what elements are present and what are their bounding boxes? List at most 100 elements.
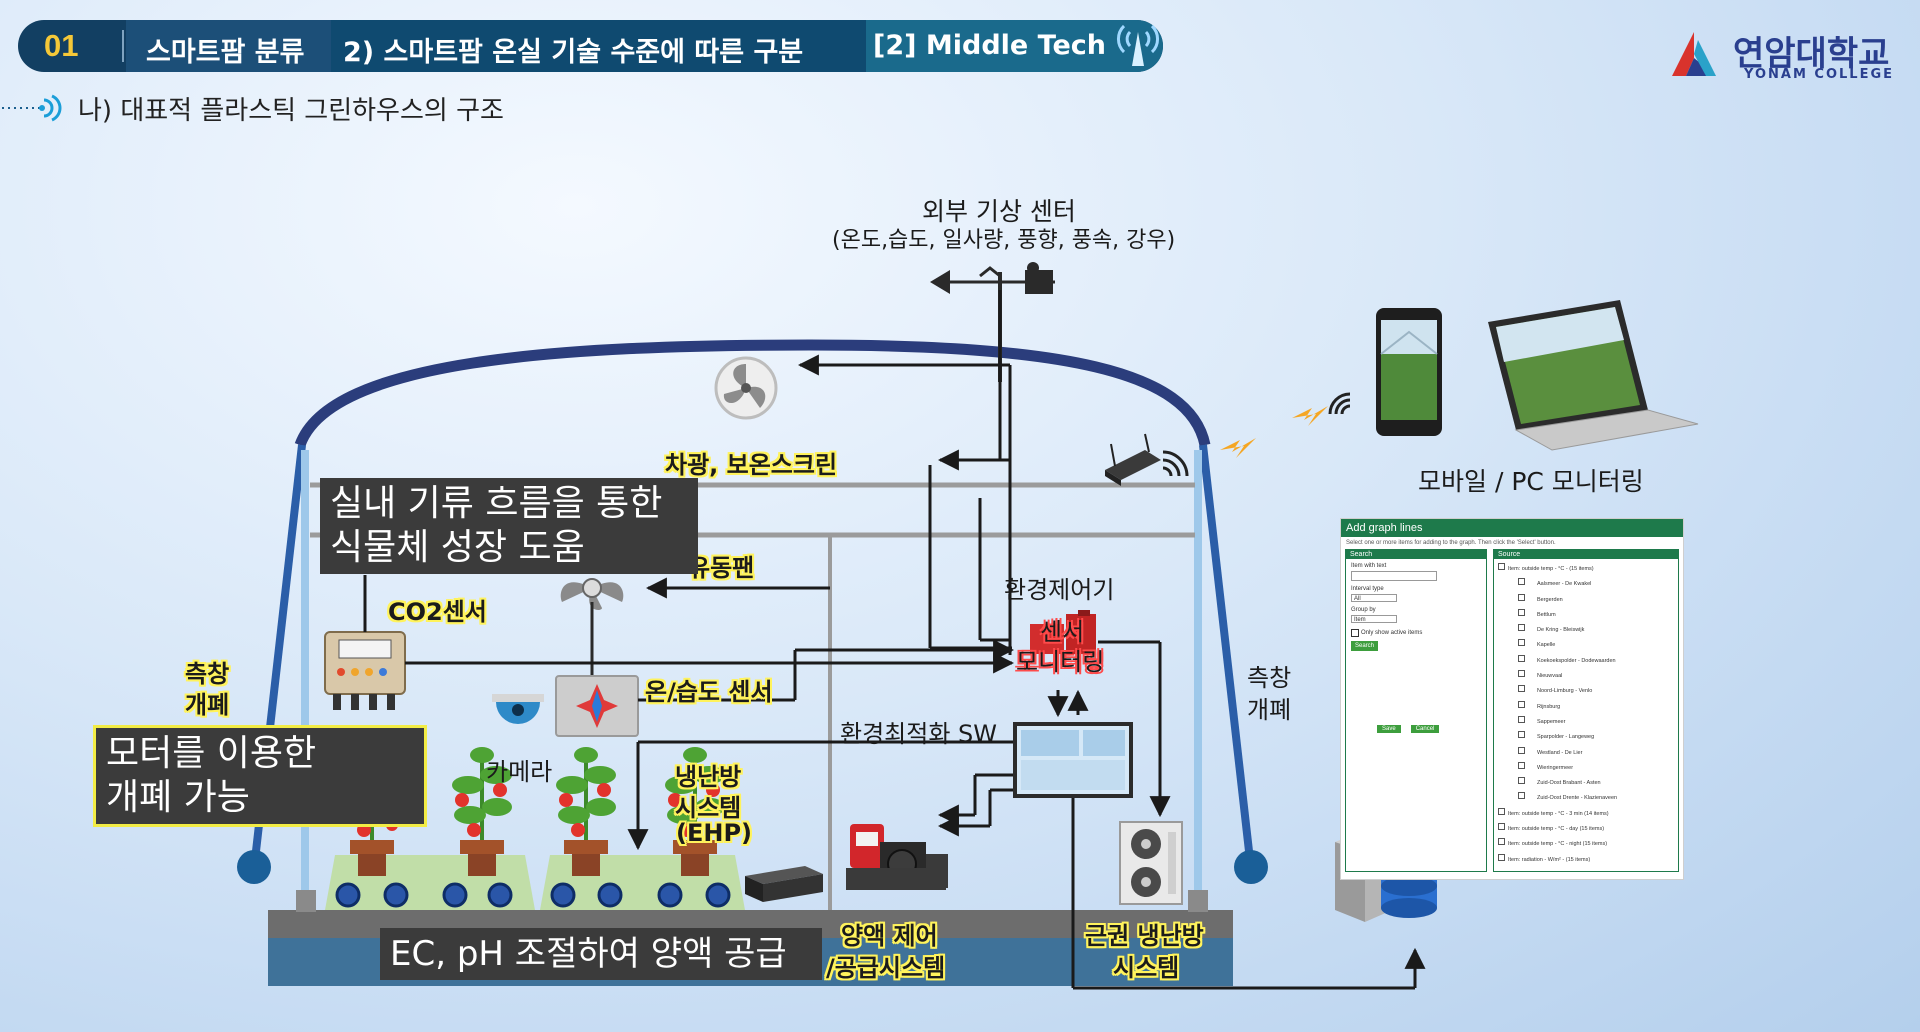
subtitle-wave-icon [2, 94, 62, 122]
checkbox-icon[interactable] [1518, 578, 1525, 586]
checkbox-icon[interactable] [1518, 792, 1525, 800]
header-number: 01 [44, 28, 79, 63]
logo-name-en: YONAM COLLEGE [1744, 67, 1894, 82]
panel-search-button[interactable]: Search [1351, 641, 1379, 651]
header-tag-bg [866, 20, 1163, 72]
panel-source-item[interactable]: Sappemeer [1498, 715, 1674, 730]
mobile-phone-icon [1376, 308, 1442, 436]
panel-source-item[interactable]: Koekoekspolder - Dodewaarden [1498, 654, 1674, 669]
label-sensor-monitoring-2: 모니터링 [1016, 648, 1105, 676]
panel-source-item[interactable]: Item: outside temp - °C - 3 min (14 item… [1498, 807, 1674, 822]
panel-source-item-label: Item: outside temp - °C - 3 min (14 item… [1508, 810, 1609, 817]
checkbox-icon[interactable] [1518, 715, 1525, 723]
header-separator [122, 30, 124, 62]
checkbox-icon[interactable] [1518, 685, 1525, 693]
label-side-window-right-2: 개폐 [1247, 696, 1292, 724]
expand-icon[interactable] [1498, 838, 1505, 846]
label-side-window-left-1: 측창 [185, 660, 230, 688]
panel-source-item[interactable]: Item: outside temp - °C - (15 items) [1498, 562, 1674, 577]
label-temp-humidity-sensor: 온/습도 센서 [645, 678, 773, 706]
panel-active-label: Only show active items [1361, 630, 1423, 636]
panel-source-list: Item: outside temp - °C - (15 items) Aals… [1494, 559, 1678, 871]
callout-airflow-line2: 식물체 성장 도움 [330, 527, 585, 568]
checkbox-icon[interactable] [1518, 654, 1525, 662]
panel-cancel-button[interactable]: Cancel [1410, 725, 1440, 733]
panel-active-checkbox[interactable] [1351, 629, 1359, 637]
panel-source-item-label: Item: outside temp - °C - night (15 item… [1508, 841, 1608, 848]
panel-source-item-label: Zuid-Oost Drente - Klazienaveen [1537, 795, 1618, 802]
panel-source-item[interactable]: Westland - De Lier [1498, 746, 1674, 761]
header-section: 스마트팜 분류 [146, 37, 305, 68]
panel-source-item[interactable]: Rijnsburg [1498, 700, 1674, 715]
header-tag: [2] Middle Tech [873, 30, 1106, 61]
panel-field-interval: Interval type [1351, 586, 1384, 592]
header-title-bg [331, 20, 866, 72]
weather-center-title: 외부 기상 센터 [922, 197, 1076, 226]
panel-source-item-label: Aalsmeer - De Kwakel [1537, 581, 1592, 588]
panel-source-item-label: Item: outside temp - °C - (15 items) [1508, 566, 1594, 572]
label-co2-sensor: CO2센서 [388, 598, 487, 626]
panel-source-item[interactable]: Aalsmeer - De Kwakel [1498, 577, 1674, 592]
panel-source-item-label: Westland - De Lier [1537, 749, 1583, 756]
panel-source-item-label: Item: outside temp - °C - day (15 items) [1508, 826, 1605, 833]
panel-source-item[interactable]: Nieuwvaal [1498, 669, 1674, 684]
expand-icon[interactable] [1498, 563, 1505, 570]
header-section-bg [126, 20, 331, 72]
expand-icon[interactable] [1498, 807, 1505, 815]
callout-motor: 모터를 이용한 개폐 가능 [93, 725, 427, 827]
checkbox-icon[interactable] [1518, 670, 1525, 678]
checkbox-icon[interactable] [1518, 731, 1525, 739]
label-root-hvac-2: 시스템 [1113, 954, 1180, 982]
panel-source-item[interactable]: Kapelle [1498, 638, 1674, 653]
panel-source-item[interactable]: Bergerden [1498, 593, 1674, 608]
checkbox-icon[interactable] [1518, 608, 1525, 616]
subtitle: 나) 대표적 플라스틱 그린하우스의 구조 [78, 96, 504, 126]
expand-icon[interactable] [1498, 823, 1505, 831]
panel-source-item[interactable]: Noord-Limburg - Venlo [1498, 684, 1674, 699]
panel-source-section: Source Item: outside temp - °C - (15 ite… [1493, 549, 1679, 872]
wifi-router-icon [1105, 433, 1189, 486]
panel-source-item[interactable]: Wieringermeer [1498, 761, 1674, 776]
expand-icon[interactable] [1498, 853, 1505, 861]
temp-humidity-sensor-device [555, 675, 639, 737]
panel-source-item-label: Koekoekspolder - Dodewaarden [1537, 657, 1616, 664]
callout-airflow-line1: 실내 기류 흐름을 통한 [330, 483, 663, 524]
panel-source-item[interactable]: Sparpolder - Langeweg [1498, 730, 1674, 745]
ceiling-fan-icon [714, 356, 778, 420]
connection-lines [363, 290, 1426, 990]
root-sensor-box [745, 866, 823, 902]
label-hvac-3: (EHP) [676, 819, 753, 847]
panel-source-item[interactable]: Zuid-Oost Brabant - Asten [1498, 776, 1674, 791]
label-sensor-monitoring-1: 센서 [1040, 618, 1085, 646]
laptop-icon [1488, 300, 1699, 451]
panel-source-item-label: Nieuwvaal [1537, 673, 1563, 680]
callout-ec-ph: EC, pH 조절하여 양액 공급 [380, 928, 822, 980]
panel-source-item-label: Zuid-Oost Brabant - Asten [1537, 780, 1601, 787]
checkbox-icon[interactable] [1518, 746, 1525, 754]
panel-source-item[interactable]: Zuid-Oost Drente - Klazienaveen [1498, 791, 1674, 806]
callout-motor-line2: 개폐 가능 [106, 777, 250, 818]
panel-source-item[interactable]: Bettlum [1498, 608, 1674, 623]
label-hvac-2: 시스템 [675, 794, 742, 822]
panel-group-select[interactable]: Item [1351, 615, 1397, 623]
checkbox-icon[interactable] [1518, 639, 1525, 647]
panel-source-item[interactable]: De Kring - Bleiswijk [1498, 623, 1674, 638]
panel-source-item[interactable]: Item: radiation - W/m² - (15 items) [1498, 853, 1674, 868]
checkbox-icon[interactable] [1518, 593, 1525, 601]
panel-hint: Select one or more items for adding to t… [1346, 540, 1556, 546]
checkbox-icon[interactable] [1518, 700, 1525, 708]
panel-interval-select[interactable]: All [1351, 594, 1397, 602]
panel-source-item[interactable]: Item: outside temp - °C - night (15 item… [1498, 837, 1674, 852]
label-mobile-pc-monitoring: 모바일 / PC 모니터링 [1418, 467, 1644, 496]
environment-sw-monitor [1013, 722, 1133, 798]
checkbox-icon[interactable] [1518, 761, 1525, 769]
panel-source-item[interactable]: Item: outside temp - °C - day (15 items) [1498, 822, 1674, 837]
panel-source-item-label: Rijnsburg [1537, 703, 1561, 710]
checkbox-icon[interactable] [1518, 777, 1525, 785]
logo-name-ko: 연암대학교 [1733, 34, 1890, 74]
panel-save-button[interactable]: Save [1377, 725, 1401, 733]
header-bar: 01 스마트팜 분류 2) 스마트팜 온실 기술 수준에 따른 구분 [2] M… [18, 20, 1163, 72]
header-title: 2) 스마트팜 온실 기술 수준에 따른 구분 [343, 37, 804, 68]
panel-item-text-input[interactable] [1351, 571, 1437, 581]
checkbox-icon[interactable] [1518, 624, 1525, 632]
